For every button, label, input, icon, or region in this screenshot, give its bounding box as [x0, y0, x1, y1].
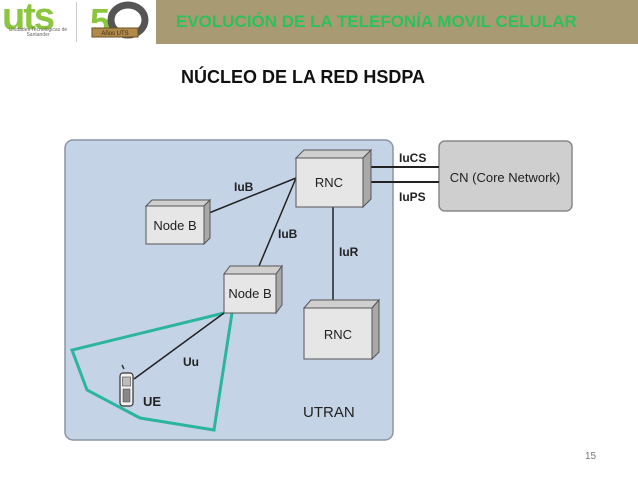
ue-label: UE [143, 394, 161, 409]
logo-divider [76, 2, 77, 42]
uu-label: Uu [183, 355, 199, 369]
core-network-box[interactable] [438, 140, 573, 212]
iucs-label: IuCS [399, 151, 426, 165]
anniversary-ribbon [91, 27, 139, 38]
uts-logo-text: uts [2, 0, 55, 38]
phone-icon[interactable] [119, 364, 134, 407]
iub-link-2 [258, 177, 297, 267]
header-bar: EVOLUCIÓN DE LA TELEFONÍA MOVIL CELULAR [156, 0, 638, 44]
header-title: EVOLUCIÓN DE LA TELEFONÍA MOVIL CELULAR [176, 12, 577, 31]
iups-label: IuPS [399, 190, 426, 204]
iub-link-1 [203, 177, 297, 216]
anniversary-ribbon-text: Años UTS [101, 31, 128, 37]
coverage-area [70, 311, 234, 432]
logo-area: uts Unidades Tecnológicas de Santander 5… [0, 0, 156, 44]
core-network-label: CN (Core Network) [450, 170, 561, 185]
node-b-1-label: Node B [153, 218, 196, 233]
rnc-secondary-box[interactable]: RNC [302, 298, 381, 361]
rnc-main-label: RNC [315, 175, 343, 190]
iub-label-2: IuB [278, 227, 298, 241]
slide-title: NÚCLEO DE LA RED HSDPA [181, 67, 426, 87]
node-b-2-box[interactable]: Node B [223, 264, 283, 315]
uu-link [133, 312, 225, 380]
anniversary-logo: 5 Años UTS [84, 0, 156, 44]
utran-label: UTRAN [303, 404, 355, 421]
node-b-1-box[interactable]: Node B [144, 198, 212, 246]
page-number: 15 [585, 451, 597, 462]
uts-logo: uts Unidades Tecnológicas de Santander [2, 0, 74, 44]
uts-logo-subtitle: Unidades Tecnológicas de Santander [8, 27, 68, 38]
node-b-2-label: Node B [228, 286, 271, 301]
iur-label: IuR [339, 245, 359, 259]
iub-label-1: IuB [234, 180, 254, 194]
rnc-main-box[interactable]: RNC [294, 148, 373, 209]
rnc-secondary-label: RNC [324, 327, 352, 342]
